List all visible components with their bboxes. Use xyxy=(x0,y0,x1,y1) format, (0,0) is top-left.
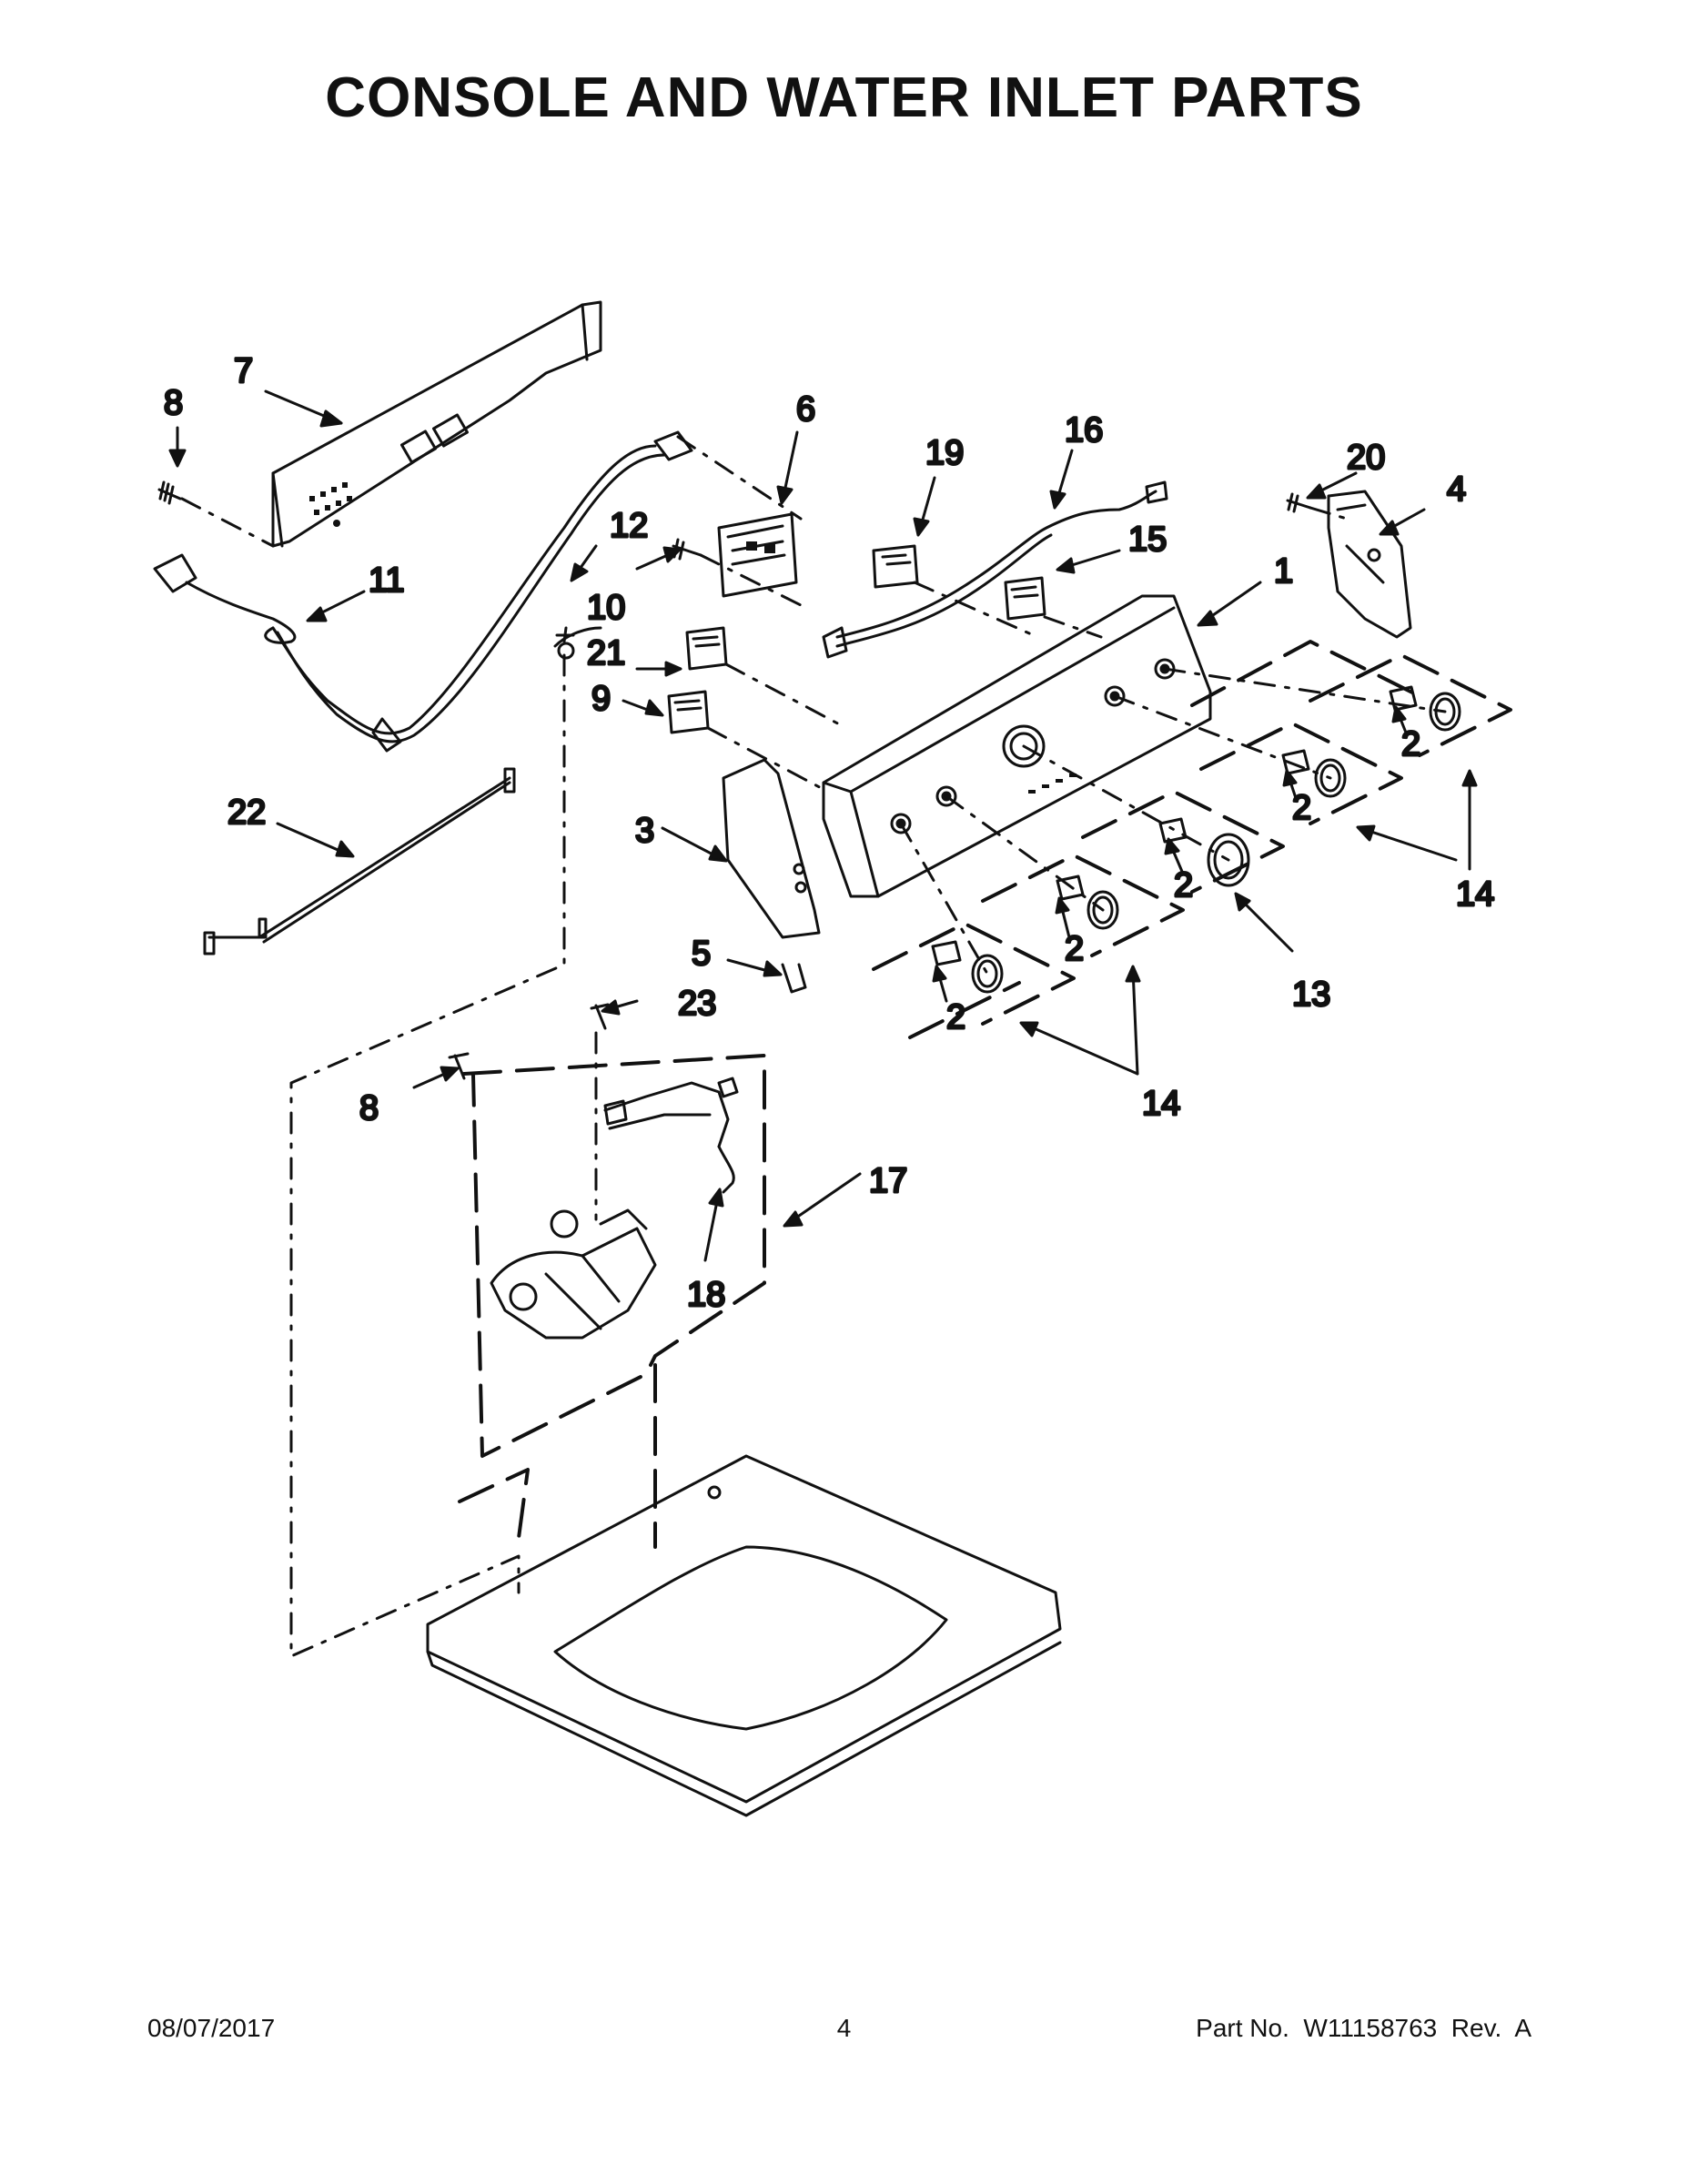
callout-1: 1 xyxy=(1274,552,1293,591)
callout-14: 14 xyxy=(1456,875,1494,914)
part-11-wire-harness xyxy=(153,430,693,753)
callout-4: 4 xyxy=(1447,470,1466,509)
callout-16: 16 xyxy=(1065,411,1103,450)
callout-23: 23 xyxy=(678,985,716,1023)
part-18-wire-harness xyxy=(603,1077,739,1194)
callout-8: 8 xyxy=(164,384,183,422)
callout-7: 7 xyxy=(234,352,253,390)
callout-3: 3 xyxy=(635,812,654,850)
screw-icon xyxy=(157,480,1312,1080)
callout-10: 10 xyxy=(587,589,625,627)
knob-icon xyxy=(931,685,1461,994)
part-3-side-cover xyxy=(722,758,821,939)
footer-date: 08/07/2017 xyxy=(147,2014,276,2042)
callout-21: 21 xyxy=(587,634,625,672)
assembly-leader-lines xyxy=(180,435,1447,1658)
footer-part-number: Part No. W11158763 Rev. A xyxy=(1196,2014,1531,2042)
callout-9: 9 xyxy=(591,680,611,718)
callout-2: 2 xyxy=(1401,725,1420,763)
callout-5: 5 xyxy=(692,935,711,973)
callout-14: 14 xyxy=(1142,1085,1180,1123)
part-6-control-board xyxy=(717,512,798,598)
callout-18: 18 xyxy=(687,1276,725,1314)
callout-2: 2 xyxy=(946,998,965,1036)
part-5-clip xyxy=(781,963,807,994)
callout-8: 8 xyxy=(359,1089,379,1127)
washer-top-cover xyxy=(426,1454,1062,1817)
callout-2: 2 xyxy=(1174,866,1193,905)
part-17-water-valve xyxy=(490,1208,657,1340)
part-switch-icon xyxy=(667,544,1046,734)
callout-2: 2 xyxy=(1292,789,1311,827)
part-22-wire xyxy=(203,767,516,956)
callout-2: 2 xyxy=(1065,930,1084,968)
part-1-console-housing xyxy=(822,594,1212,898)
callout-arrows xyxy=(168,389,1478,1262)
callout-labels: 1 2 2 2 2 2 2 3 4 5 6 7 8 8 9 10 11 12 1… xyxy=(163,351,1496,1316)
callout-12: 12 xyxy=(610,507,648,545)
callout-6: 6 xyxy=(796,390,815,429)
callout-11: 11 xyxy=(369,561,404,600)
page-title: CONSOLE AND WATER INLET PARTS xyxy=(325,66,1363,129)
part-16-wire-harness xyxy=(822,480,1168,659)
part-7-rear-panel xyxy=(271,300,602,548)
footer-page-number: 4 xyxy=(836,2014,852,2042)
part-4-end-bracket xyxy=(1327,490,1412,639)
callout-20: 20 xyxy=(1347,439,1385,477)
callout-22: 22 xyxy=(227,794,266,832)
callout-15: 15 xyxy=(1128,521,1167,559)
callout-17: 17 xyxy=(869,1162,907,1200)
callout-19: 19 xyxy=(925,434,964,472)
group-boundary xyxy=(458,640,1512,1549)
callout-13: 13 xyxy=(1292,976,1330,1014)
